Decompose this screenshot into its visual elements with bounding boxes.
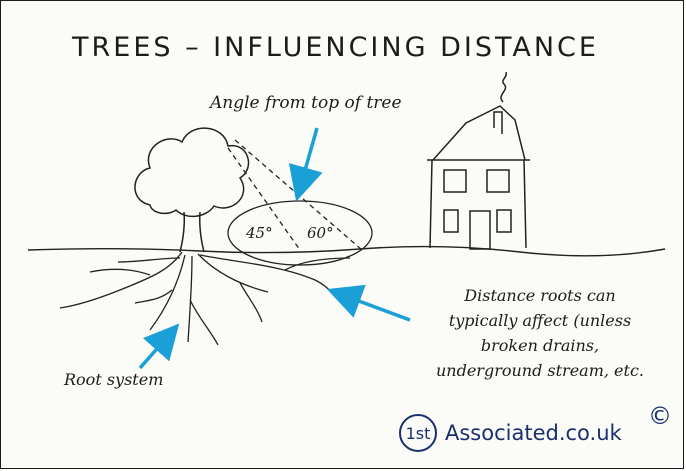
distance-label-line-3: broken drains, [480,336,600,355]
distance-label: Distance roots can typically affect (unl… [410,283,670,383]
brand-logo: 1st Associated.co.uk [399,413,622,453]
copyright-symbol: © [648,402,672,430]
arrow-root-system [138,323,180,370]
ground-line [27,245,666,257]
arrow-angle [288,127,323,202]
distance-label-line-1: Distance roots can [464,286,616,305]
angle-45-label: 45° [246,224,273,242]
logo-text: Associated.co.uk [445,421,622,445]
angle-label: Angle from top of tree [210,93,402,113]
diagram-title: TREES – INFLUENCING DISTANCE [72,32,599,63]
tree-roots [59,251,351,346]
distance-label-line-2: typically affect (unless [448,311,632,330]
tree-canopy [134,127,250,218]
pointer-arrows [138,127,411,370]
distance-label-line-4: underground stream, etc. [435,361,644,380]
angle-60-label: 60° [307,224,334,242]
tree-trunk [179,211,205,253]
logo-badge: 1st [399,414,437,452]
root-system-label: Root system [64,370,164,389]
house-drawing [427,71,530,250]
arrow-distance [326,284,411,322]
